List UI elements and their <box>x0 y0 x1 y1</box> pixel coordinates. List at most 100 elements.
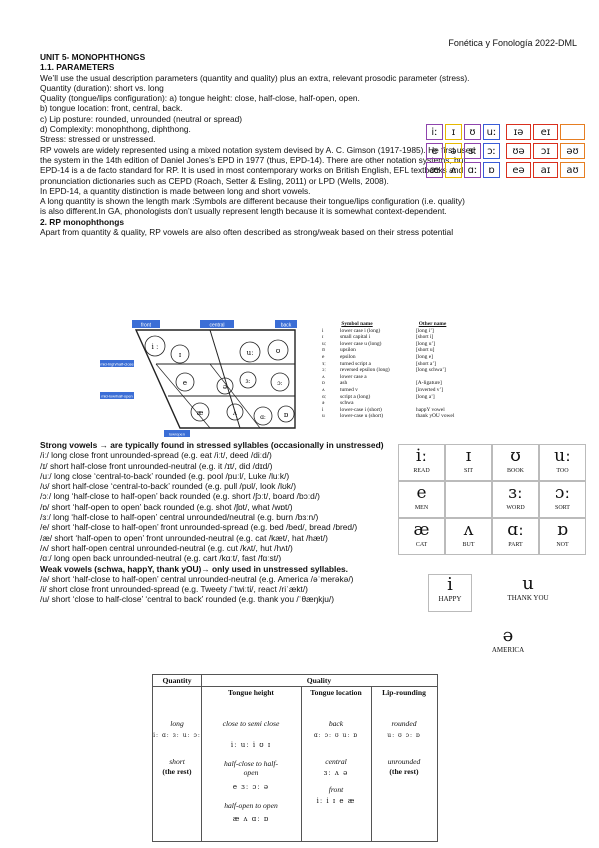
symbol-cell: ɑː <box>322 393 327 400</box>
quad-outline <box>134 329 296 429</box>
vowel-card: ɜː WORD <box>492 481 539 518</box>
section-title-monophthongs: 2. RP monophthongs <box>40 216 125 227</box>
quantity-header: Quantity <box>162 676 192 685</box>
symbol-cell: lower case i (long) <box>340 327 381 334</box>
rounded-label: rounded <box>391 719 417 728</box>
vowel-card-word: BOOK <box>506 468 524 474</box>
tongue-height-header: Tongue height <box>228 688 274 697</box>
vowel-circle-uu <box>239 341 261 363</box>
mid-low-label-bg <box>100 392 134 399</box>
close-label: close to semi close <box>222 719 280 728</box>
vowel-card-word: CAT <box>415 542 428 548</box>
vowel-sym-schwa: ə <box>223 383 227 391</box>
symbol-cell: turned v <box>340 386 358 393</box>
symbol-cell: e <box>322 353 325 360</box>
vowel-card-symbol: æ <box>413 520 430 540</box>
symbol-cell: [inverted v’] <box>416 386 444 393</box>
vowel-circle-ih <box>170 344 190 364</box>
vowel-card-symbol: ɜː <box>508 483 523 503</box>
strong-vowel-line: /ɒ/ short ‘half-open to open’ back round… <box>40 501 293 512</box>
symbol-cell: schwa <box>340 400 354 407</box>
unrounded-label: unrounded <box>387 757 421 766</box>
tongue-location-header: Tongue location <box>310 688 362 697</box>
vowel-sym-ae: æ <box>197 409 204 417</box>
weak-card-word: AMERICA <box>491 646 525 654</box>
vowel-sym-i: i ː <box>152 343 159 351</box>
body-line: In EPD-14, a quantity distinction is mad… <box>40 185 311 196</box>
weak-card-symbol: u <box>522 573 534 594</box>
front-label: front <box>328 785 344 794</box>
back-label-bg <box>275 320 297 328</box>
weak-vowel-line: /i/ short close front unrounded-spread (… <box>40 584 308 595</box>
quad-diag-2 <box>209 363 261 429</box>
intro-line: Quality (tongue/lips configuration): a) … <box>40 93 360 104</box>
short-rest-label: (the rest) <box>162 767 192 776</box>
symbol-cell: lower case u (long) <box>340 340 382 347</box>
symgrid-diphthong-cell <box>560 124 585 140</box>
symbol-cell: [short a’] <box>416 360 436 367</box>
strong-vowel-line: /ʌ/ short half-open central unrounded-ne… <box>40 542 293 553</box>
symgrid-monophthong-cell: uː <box>483 124 500 140</box>
strong-vowel-line: /ɪ/ short half-close front unrounded-neu… <box>40 460 273 471</box>
central-label: central <box>325 757 347 766</box>
symbol-cell: ɒ <box>322 380 325 387</box>
low-label: low/open <box>169 431 185 436</box>
symbol-cell: ʌ <box>322 373 325 380</box>
symbol-cell: [long u’] <box>416 340 436 347</box>
symbol-cell: upsilon <box>340 347 356 354</box>
vowel-card-word: WORD <box>506 505 525 511</box>
symgrid-diphthong-cell: əʊ <box>560 143 585 159</box>
vowel-sym-uh: ʌ <box>232 409 237 417</box>
body-line: is also different.In GA, phonologists do… <box>40 206 447 217</box>
weak-vowels-heading: Weak vowels (schwa, happY, thank yOU)→ o… <box>40 563 348 574</box>
symbol-cell: ɜː <box>322 360 326 367</box>
unrounded-rest-label: (the rest) <box>389 767 419 776</box>
symbol-row: uː lower case u (long) [long u’] <box>322 341 476 348</box>
weak-card-word: THANK YOU <box>507 594 549 602</box>
mid-high-label: mid-high/half-close <box>100 361 134 366</box>
symbol-cell: turned script a <box>340 360 371 367</box>
strong-vowels-heading: Strong vowels → are typically found in s… <box>40 440 384 450</box>
vowel-card-word: NOT <box>556 542 569 548</box>
vowel-circle-o <box>277 405 295 423</box>
symgrid-monophthong-cell: ɔː <box>483 143 500 159</box>
body-line: A long quantity is shown the length mark… <box>40 196 465 207</box>
symbol-cell: ʌ <box>322 386 325 393</box>
vowel-sym-uu: uː <box>247 349 254 357</box>
vowel-descriptions: Strong vowels → are typically found in s… <box>40 440 384 605</box>
intro-block: UNIT 5- MONOPHTHONGS 1.1. PARAMETERS We’… <box>40 52 475 237</box>
symgrid-monophthong-cell: ɒ <box>483 162 500 178</box>
sym-head-2: Other name <box>418 321 447 327</box>
vowel-card-word: MEN <box>414 505 429 511</box>
vowel-card-word: READ <box>413 468 430 474</box>
strong-vowel-line: /ɔː/ long ‘half-close to half-open’ back… <box>40 491 320 502</box>
vowel-card-word: TOO <box>556 468 569 474</box>
vowel-card: uː TOO <box>539 444 586 481</box>
vowel-card-word: PART <box>508 542 523 548</box>
symbol-cell: uː <box>322 340 327 347</box>
strong-vowel-line: /ɜː/ long ‘half-close to half-open’ cent… <box>40 512 319 523</box>
symbol-cell: [long schwa’] <box>416 367 446 374</box>
vowel-sym-aa: ɑː <box>260 414 266 421</box>
vowel-card-symbol: ɔː <box>554 483 571 503</box>
half-ipa: e ɜː ɔː ə <box>232 783 270 791</box>
symgrid-diphthong-cell: aʊ <box>560 162 585 178</box>
vowel-card-symbol: uː <box>554 446 571 466</box>
intro-line: We’ll use the usual description paramete… <box>40 72 470 83</box>
symbol-cell: lower case a <box>340 373 367 380</box>
section-title-parameters: 1.1. PARAMETERS <box>40 62 115 73</box>
back-ipa: ɑː ɔː ʊ uː ɒ <box>313 732 359 739</box>
symbol-row: ʌ turned v [inverted v’] <box>322 387 476 394</box>
symbol-row: ɜː turned script a [short a’] <box>322 361 476 368</box>
